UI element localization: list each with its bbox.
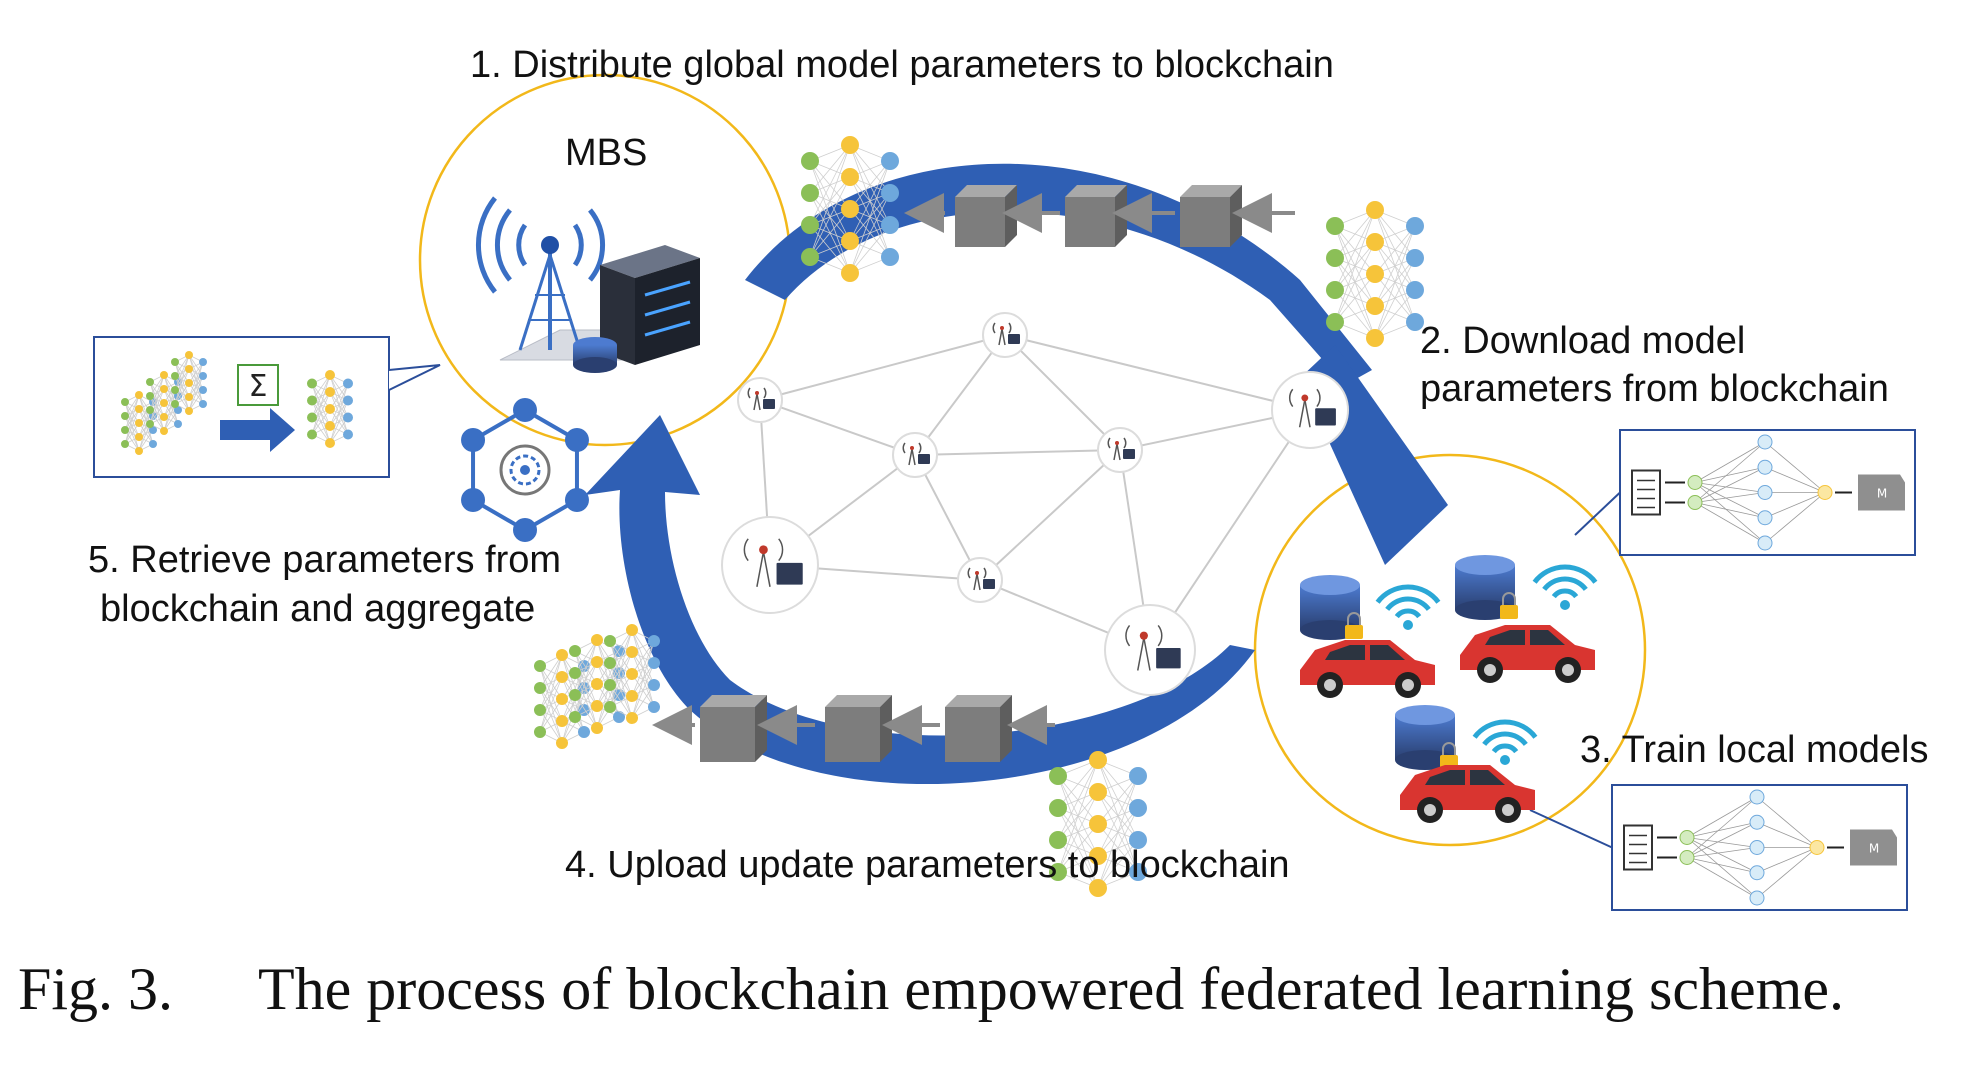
aggregation-nets	[121, 351, 353, 455]
mbs-label: MBS	[565, 132, 648, 174]
network-edges	[759, 334, 1311, 651]
model-tag-text: M	[1869, 842, 1879, 856]
step3-label: 3. Train local models	[1580, 729, 1929, 771]
blockchain-bottom	[652, 695, 1055, 762]
retrieved-model-net-icon-b	[569, 634, 625, 734]
lock-icon	[1345, 625, 1363, 639]
local-model-boxes: MM	[1529, 429, 1916, 911]
database-icon	[1395, 705, 1458, 770]
block-cube-icon	[945, 695, 1012, 762]
block-cube-icon	[955, 185, 1017, 247]
global-model-net-icon	[801, 136, 899, 282]
vehicles	[1300, 555, 1598, 823]
step4-label: 4. Upload update parameters to blockchai…	[565, 844, 1290, 886]
wifi-icon	[1472, 719, 1538, 765]
local-model-box-2: M	[1529, 784, 1908, 911]
agg-input-net-icon-c	[171, 351, 207, 415]
block-cube-icon	[825, 695, 892, 762]
step1-label: 1. Distribute global model parameters to…	[470, 44, 1334, 86]
arrow-upload-retrieve	[585, 415, 1255, 785]
wifi-icon	[1532, 564, 1598, 610]
step5-label-line2: blockchain and aggregate	[100, 588, 536, 630]
agg-output-net-icon	[307, 370, 353, 448]
model-tag-icon	[1850, 829, 1897, 866]
arrow-distribute	[745, 163, 1372, 385]
neural-networks	[534, 136, 1424, 897]
figure-number: Fig. 3.	[18, 956, 174, 1022]
local-model-box-1: M	[1574, 429, 1916, 556]
lock-icon	[1500, 605, 1518, 619]
figure-caption: The process of blockchain empowered fede…	[258, 956, 1844, 1022]
step2-label-line1: 2. Download model	[1420, 320, 1746, 362]
downloaded-model-net-icon	[1326, 201, 1424, 347]
wifi-icon	[1375, 584, 1441, 630]
retrieved-model-net-icon-a	[534, 649, 590, 749]
base-station-node-icon	[892, 432, 938, 478]
model-tag-icon	[1858, 474, 1905, 511]
step5-label-line1: 5. Retrieve parameters from	[88, 539, 562, 581]
base-station-node-icon	[721, 516, 819, 614]
mbs-server-icon	[573, 245, 700, 373]
database-icon	[1300, 575, 1363, 640]
car-icon	[1460, 625, 1595, 683]
sigma-symbol: Σ	[249, 369, 268, 404]
aggregation-box-pointer	[388, 364, 441, 391]
retrieved-model-net-icon-c	[604, 624, 660, 724]
base-station-node-icon	[737, 377, 783, 423]
block-cube-icon	[1180, 185, 1242, 247]
database-icon	[1455, 555, 1518, 620]
uploaded-model-net-icon	[1049, 751, 1147, 897]
sum-box	[237, 364, 279, 406]
car-icon	[1300, 640, 1435, 698]
network-nodes	[721, 312, 1349, 696]
block-cube-icon	[700, 695, 767, 762]
base-station-node-icon	[1271, 371, 1349, 449]
block-cube-icon	[1065, 185, 1127, 247]
base-station-node-icon	[982, 312, 1028, 358]
base-station-node-icon	[1104, 604, 1196, 696]
step2-label-line2: parameters from blockchain	[1420, 368, 1889, 410]
blockchain-top	[904, 185, 1295, 247]
base-station-node-icon	[1097, 427, 1143, 473]
blockchain-network-icon	[461, 398, 589, 542]
base-station-node-icon	[957, 557, 1003, 603]
model-tag-text: M	[1877, 487, 1887, 501]
aggregate-arrow-icon	[220, 408, 295, 452]
car-icon	[1400, 765, 1535, 823]
